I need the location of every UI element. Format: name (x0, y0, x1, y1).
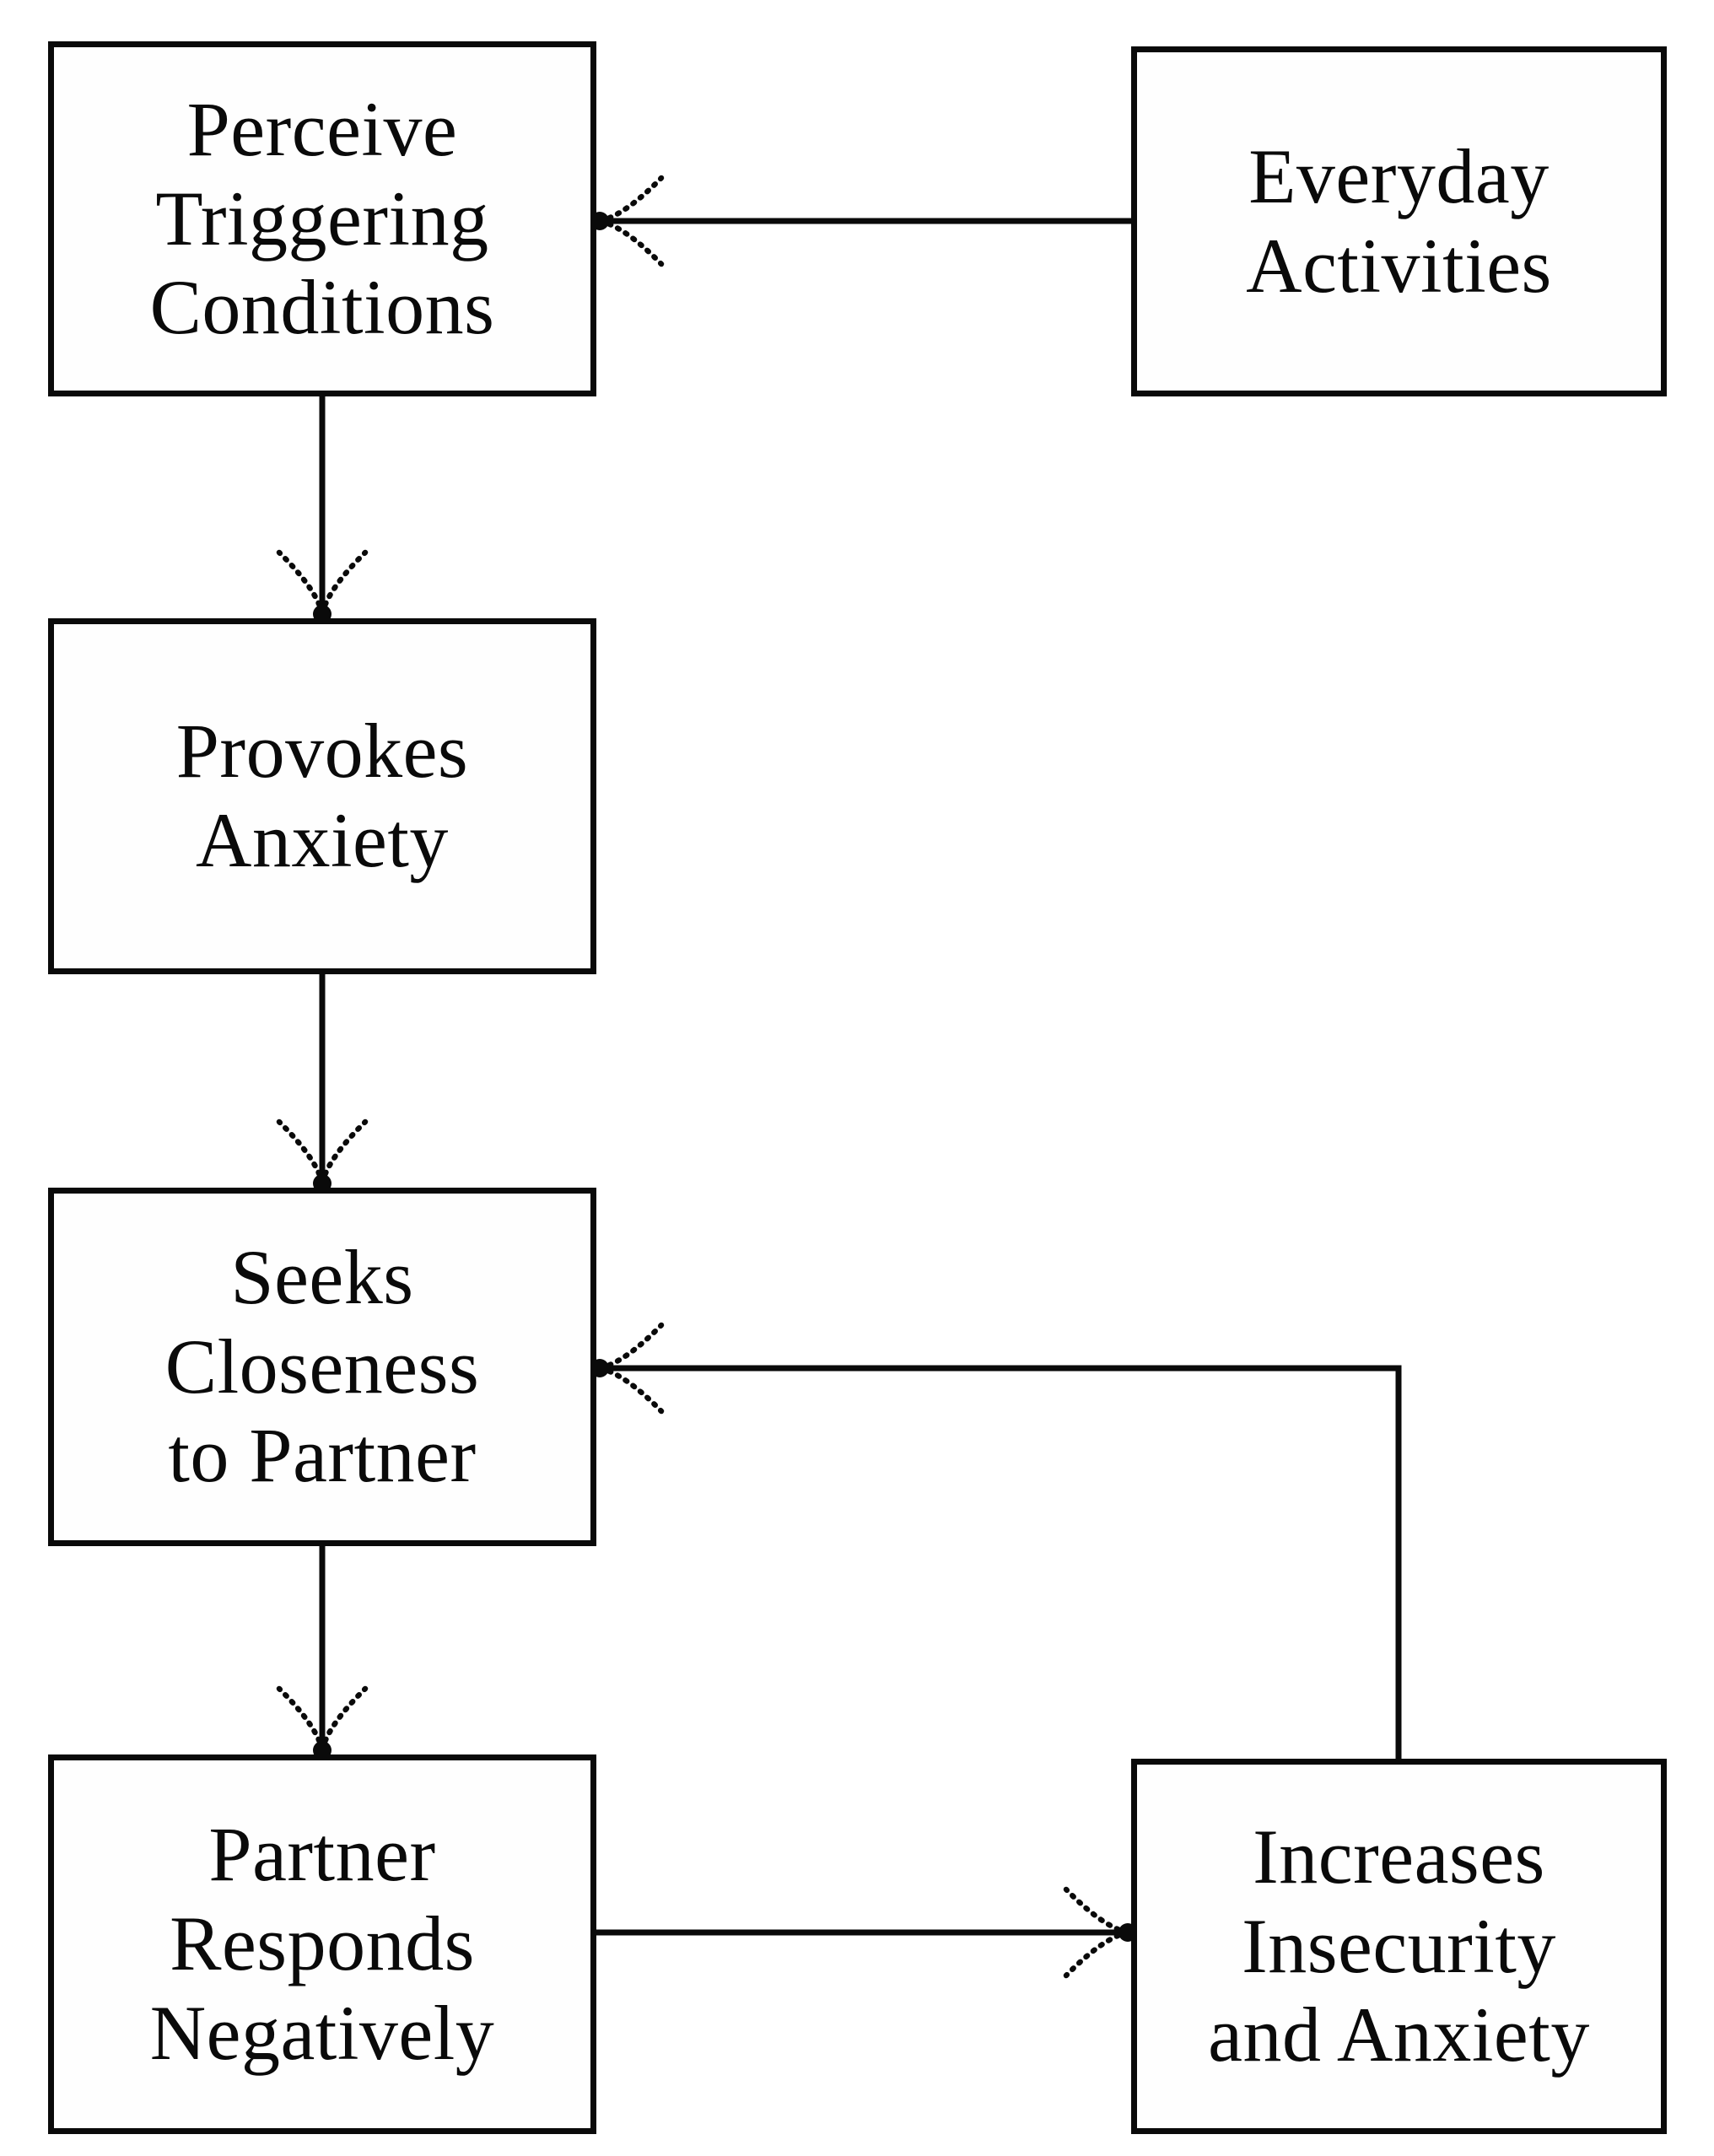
arrow-provokes-anxiety-to-seeks-closeness-to-partner (276, 974, 369, 1193)
node-increases-insecurity-and-anxiety: Increases Insecurity and Anxiety (1131, 1759, 1667, 2134)
arrow-everyday-activities-to-perceive-triggering-conditions (590, 175, 1131, 267)
arrow-partner-responds-negatively-to-increases-insecurity-and-anxiety (596, 1886, 1137, 1979)
node-provokes-anxiety: Provokes Anxiety (48, 618, 596, 974)
arrow-increases-insecurity-and-anxiety-to-seeks-closeness-to-partner (590, 1322, 1402, 1759)
node-perceive-triggering-conditions: Perceive Triggering Conditions (48, 41, 596, 396)
node-everyday-activities: Everyday Activities (1131, 46, 1667, 396)
node-partner-responds-negatively: Partner Responds Negatively (48, 1754, 596, 2134)
arrow-perceive-triggering-conditions-to-provokes-anxiety (276, 396, 369, 623)
arrow-seeks-closeness-to-partner-to-partner-responds-negatively (276, 1546, 369, 1760)
node-seeks-closeness-to-partner: Seeks Closeness to Partner (48, 1188, 596, 1546)
